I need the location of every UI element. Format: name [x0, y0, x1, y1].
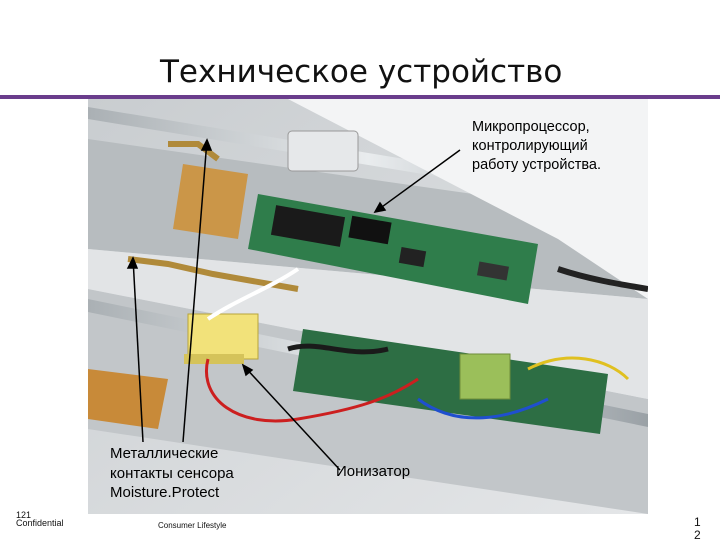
footer-page-number: 12 [694, 515, 701, 542]
slide-title: Техническое устройство [160, 54, 563, 90]
label-sensor-line-1: Металлические [110, 445, 219, 462]
title-rule [0, 95, 720, 99]
sensor-transformer [184, 313, 259, 364]
footer-confidential: Confidential [16, 518, 64, 528]
ionizer [459, 353, 511, 400]
device-photo [88, 99, 648, 514]
label-microprocessor: Микропроцессор, контролирующий работу ус… [472, 118, 642, 175]
label-ionizer: Ионизатор [336, 463, 411, 480]
microprocessor-board [248, 194, 538, 304]
device-illustration [88, 99, 648, 514]
footer-brand: Consumer Lifestyle [158, 521, 227, 530]
label-microprocessor-line-1: Микропроцессор, [472, 119, 590, 135]
label-sensor-line-3: Moisture.Protect [110, 484, 220, 501]
label-microprocessor-line-3: работу устройства. [472, 156, 601, 173]
label-microprocessor-line-2: контролирующий [472, 137, 588, 154]
label-sensor: Металлические контакты сенсора Moisture.… [110, 444, 300, 503]
footer-slide-number: 121 [16, 510, 32, 520]
label-sensor-line-2: контакты сенсора [110, 464, 234, 482]
